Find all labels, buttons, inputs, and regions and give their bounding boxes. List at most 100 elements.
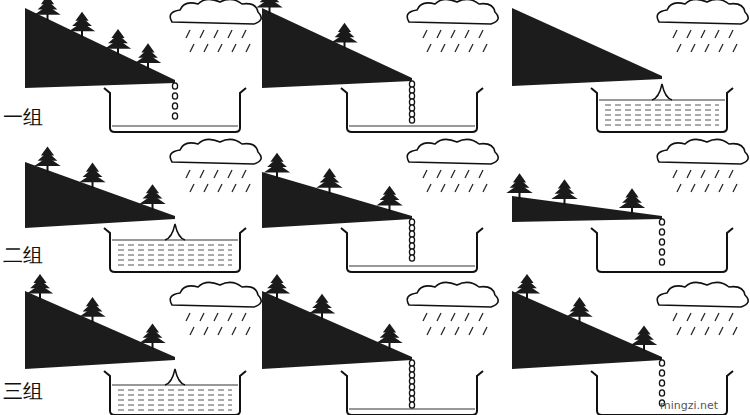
- rain: [451, 313, 455, 321]
- rain: [465, 170, 469, 178]
- slope: [262, 172, 412, 228]
- water-drop: [659, 219, 664, 225]
- rain: [469, 327, 473, 335]
- water-drop: [659, 360, 664, 366]
- rain: [423, 170, 427, 178]
- tree-crown: [270, 153, 283, 162]
- tree-crown: [111, 29, 124, 38]
- beaker: [341, 88, 483, 132]
- water-drop: [659, 370, 664, 376]
- water: [605, 115, 719, 116]
- rain: [427, 327, 431, 335]
- tree-crown: [383, 186, 396, 195]
- rain: [677, 327, 681, 335]
- rain: [218, 184, 222, 192]
- rain: [214, 170, 218, 178]
- cloud: [407, 139, 498, 164]
- rain: [691, 184, 695, 192]
- water: [118, 255, 232, 256]
- beaker: [591, 371, 733, 415]
- beaker: [104, 88, 246, 132]
- rain: [451, 30, 455, 38]
- rain: [469, 184, 473, 192]
- slope: [512, 8, 662, 86]
- tree-crown: [315, 294, 328, 303]
- rain: [190, 184, 194, 192]
- rain: [441, 327, 445, 335]
- rain: [218, 44, 222, 52]
- rain: [729, 30, 733, 38]
- rain: [437, 170, 441, 178]
- rain: [719, 184, 723, 192]
- rain: [427, 44, 431, 52]
- tree-crown: [146, 323, 159, 332]
- rain: [200, 170, 204, 178]
- tree-crown: [625, 188, 638, 197]
- water: [118, 245, 232, 246]
- rain: [673, 170, 677, 178]
- rain: [204, 44, 208, 52]
- rain: [441, 184, 445, 192]
- tree-crown: [260, 0, 280, 2]
- splash: [165, 369, 185, 385]
- rain: [427, 184, 431, 192]
- water: [118, 260, 232, 261]
- tree-crown: [637, 325, 650, 334]
- rain: [733, 44, 737, 52]
- rain: [483, 184, 487, 192]
- tree-crown: [41, 0, 54, 4]
- water: [118, 265, 232, 266]
- water-drop: [659, 249, 664, 255]
- rain: [190, 327, 194, 335]
- rain: [691, 44, 695, 52]
- slope: [25, 162, 175, 228]
- rain: [715, 313, 719, 321]
- rain: [479, 313, 483, 321]
- rain: [232, 44, 236, 52]
- rain: [483, 44, 487, 52]
- water: [118, 400, 232, 401]
- rain: [228, 313, 232, 321]
- rain: [437, 313, 441, 321]
- water: [605, 110, 719, 111]
- rain: [701, 30, 705, 38]
- watermark: mingzi.net: [660, 399, 718, 412]
- water-drop: [409, 255, 414, 261]
- water: [118, 390, 232, 391]
- rain: [733, 184, 737, 192]
- beaker: [104, 228, 246, 272]
- rain: [200, 30, 204, 38]
- water-surface: [112, 239, 238, 240]
- tree-crown: [141, 43, 154, 52]
- water: [605, 105, 719, 106]
- tree-crown: [86, 163, 99, 172]
- rain: [186, 313, 190, 321]
- water-drop: [172, 103, 177, 109]
- rain: [677, 44, 681, 52]
- rain: [687, 170, 691, 178]
- group-label: 三组: [3, 378, 43, 405]
- cloud: [170, 0, 261, 24]
- tree-crown: [75, 12, 88, 21]
- rain: [469, 44, 473, 52]
- rain: [242, 170, 246, 178]
- rain: [705, 44, 709, 52]
- group-label: 二组: [3, 242, 43, 269]
- beaker: [591, 228, 733, 272]
- tree-crown: [520, 274, 533, 283]
- rain: [423, 313, 427, 321]
- rain: [200, 313, 204, 321]
- rain: [687, 313, 691, 321]
- rain: [190, 44, 194, 52]
- water: [605, 120, 719, 121]
- water-drop: [172, 93, 177, 99]
- tree-crown: [338, 23, 351, 32]
- rain: [437, 30, 441, 38]
- rain: [729, 170, 733, 178]
- slope: [25, 291, 175, 369]
- water-drop: [659, 229, 664, 235]
- slope: [262, 291, 412, 369]
- rain: [242, 30, 246, 38]
- rain: [232, 327, 236, 335]
- rain: [246, 327, 250, 335]
